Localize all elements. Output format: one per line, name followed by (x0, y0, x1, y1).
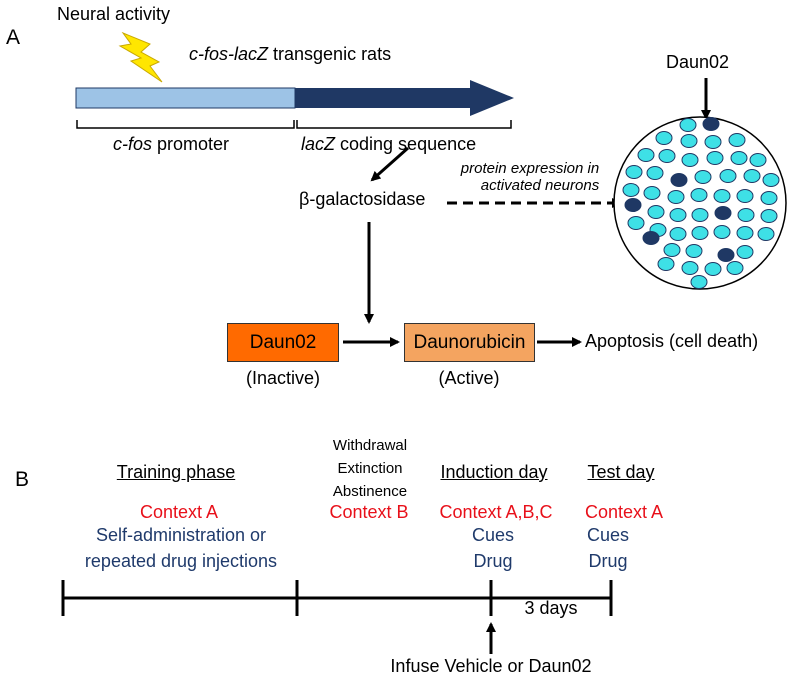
inactive-neuron (691, 226, 709, 240)
inactive-neuron (669, 208, 687, 222)
withdrawal-context: Context B (329, 502, 409, 522)
daun02-neuron-label: Daun02 (666, 52, 730, 72)
active-neuron (670, 173, 688, 187)
promoter-bracket (76, 120, 295, 129)
active-neuron (702, 117, 720, 131)
inactive-neuron (694, 170, 712, 184)
daun02-state: (Inactive) (245, 368, 321, 388)
inactive-neuron (680, 134, 698, 148)
induction-context: Context A,B,C (439, 502, 553, 522)
inactive-neuron (736, 226, 754, 240)
inactive-neuron (704, 262, 722, 276)
inactive-neuron (690, 188, 708, 202)
inactive-neuron (622, 183, 640, 197)
daunorubicin-box: Daunorubicin (404, 323, 535, 362)
inactive-neuron (679, 118, 697, 132)
induction-day-title: Induction day (440, 462, 548, 482)
active-neuron (642, 231, 660, 245)
test-line-2: Drug (588, 551, 628, 571)
infuse-label: Infuse Vehicle or Daun02 (390, 656, 592, 676)
lightning-bolt-icon (118, 31, 163, 83)
inactive-neuron (685, 244, 703, 258)
inactive-neuron (625, 165, 643, 179)
active-neuron (714, 206, 732, 220)
inactive-neuron (658, 149, 676, 163)
inactive-neuron (728, 133, 746, 147)
inactive-neuron (704, 135, 722, 149)
inactive-neuron (691, 208, 709, 222)
inactive-neuron (736, 245, 754, 259)
training-line-1: Self-administration or (95, 525, 267, 545)
panel-a-label: A (6, 26, 21, 49)
inactive-neuron (760, 191, 778, 205)
withdrawal-line-1: Withdrawal (332, 437, 408, 454)
inactive-neuron (655, 131, 673, 145)
beta-galactosidase-label: β-galactosidase (299, 189, 426, 209)
inactive-neuron (760, 209, 778, 223)
inactive-neuron (719, 169, 737, 183)
inactive-neuron (743, 169, 761, 183)
expression-note: protein expression in activated neurons (460, 160, 600, 195)
test-day-title: Test day (587, 462, 655, 482)
training-line-2: repeated drug injections (84, 551, 278, 571)
induction-line-2: Drug (473, 551, 513, 571)
inactive-neuron (657, 257, 675, 271)
inactive-neuron (637, 148, 655, 162)
coding-sequence-label: lacZ coding sequence (301, 134, 477, 154)
inactive-neuron (663, 243, 681, 257)
coding-bracket (296, 120, 512, 129)
active-neuron (624, 198, 642, 212)
induction-line-1: Cues (471, 525, 515, 545)
promoter-label: c-fos promoter (113, 134, 230, 154)
inactive-neuron (749, 153, 767, 167)
test-line-1: Cues (586, 525, 630, 545)
withdrawal-line-3: Abstinence (332, 483, 408, 500)
inactive-neuron (667, 190, 685, 204)
daunorubicin-state: (Active) (438, 368, 500, 388)
training-phase-title: Training phase (116, 462, 236, 482)
inactive-neuron (669, 227, 687, 241)
promoter-segment (75, 87, 296, 109)
inactive-neuron (643, 186, 661, 200)
inactive-neuron (757, 227, 775, 241)
translation-arrow (370, 146, 409, 182)
inactive-neuron (690, 275, 708, 289)
inactive-neuron (681, 261, 699, 275)
inactive-neuron (647, 205, 665, 219)
inactive-neuron (736, 189, 754, 203)
daun02-box: Daun02 (227, 323, 339, 362)
inactive-neuron (713, 225, 731, 239)
interval-label: 3 days (524, 598, 578, 618)
inactive-neuron (713, 189, 731, 203)
test-context: Context A (584, 502, 664, 522)
transgene-title: c-fos-lacZ transgenic rats (189, 44, 392, 64)
apoptosis-label: Apoptosis (cell death) (585, 331, 759, 351)
inactive-neuron (726, 261, 744, 275)
inactive-neuron (706, 151, 724, 165)
inactive-neuron (737, 208, 755, 222)
neuron-cells (622, 117, 780, 289)
training-context: Context A (139, 502, 219, 522)
neural-activity-label: Neural activity (57, 4, 171, 24)
panel-b-label: B (15, 468, 30, 491)
inactive-neuron (681, 153, 699, 167)
withdrawal-line-2: Extinction (337, 460, 403, 477)
inactive-neuron (627, 216, 645, 230)
inactive-neuron (646, 166, 664, 180)
coding-sequence-arrow (295, 80, 514, 116)
inactive-neuron (730, 151, 748, 165)
active-neuron (717, 248, 735, 262)
inactive-neuron (762, 173, 780, 187)
